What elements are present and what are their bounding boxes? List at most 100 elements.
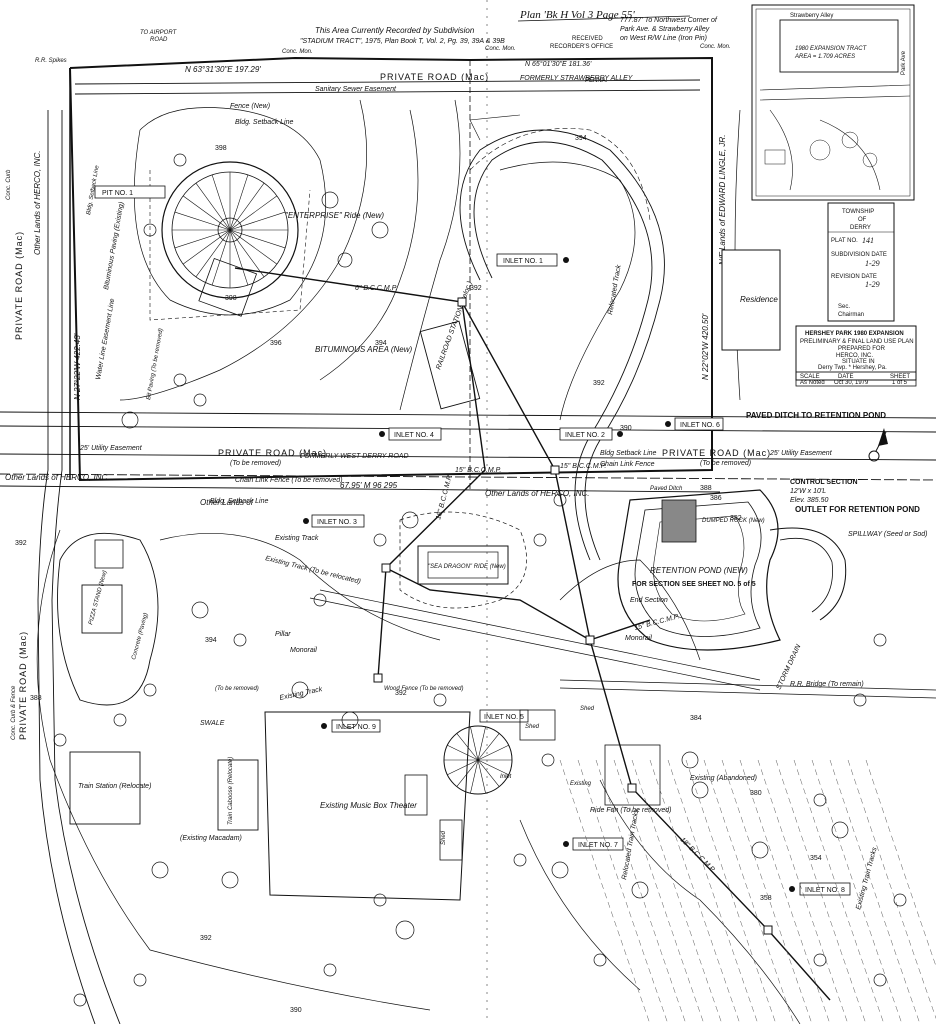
- slope-hatch-line: [613, 759, 705, 1024]
- enterprise-label: "ENTERPRISE" Ride (New): [285, 211, 384, 220]
- contour-398-a: 398: [215, 145, 227, 152]
- ride-spoke: [470, 726, 479, 761]
- title-line-1: HERSHEY PARK 1980 EXPANSION: [805, 331, 904, 337]
- lower-wheel-ride: [443, 725, 513, 795]
- property-boundary: [69, 56, 713, 490]
- tree-icon: [313, 593, 327, 607]
- slope-hatch-line: [631, 759, 723, 1024]
- roads: [0, 79, 936, 1024]
- ride-spoke: [477, 733, 500, 761]
- ride-spoke: [229, 182, 265, 231]
- slope-hatch-line: [667, 759, 759, 1024]
- contour-392-e: 392: [15, 540, 27, 547]
- tree-icon: [151, 861, 169, 879]
- sanitary-easement: Sanitary Sewer Easement: [315, 86, 397, 93]
- inset-area: AREA = 1.709 ACRES: [794, 54, 855, 60]
- record-note-line-1: This Area Currently Recorded by Subdivis…: [315, 26, 475, 35]
- conc-mon-left: Conc. Mon.: [282, 49, 313, 55]
- tree-icon: [395, 920, 415, 940]
- to-airport-1: TO AIRPORT: [140, 30, 178, 36]
- trees: [53, 153, 907, 1007]
- tree-icon: [53, 733, 67, 747]
- contour-388: 388: [700, 485, 712, 492]
- contour-394-b: 394: [575, 135, 587, 142]
- approval-revision-val: 1-29: [865, 280, 880, 289]
- rr-spikes: R.R. Spikes: [35, 58, 67, 64]
- ride-spoke: [456, 759, 479, 787]
- inlet-2-callout: INLET NO. 2: [559, 427, 623, 441]
- formerly-strawberry: FORMERLY STRAWBERRY ALLEY: [520, 75, 634, 82]
- existing-track: Existing Track: [275, 535, 319, 542]
- tree-icon: [113, 713, 127, 727]
- ride-spoke: [477, 759, 486, 794]
- approval-plat-val: 141: [862, 236, 874, 245]
- slope-hatch-line: [865, 759, 936, 967]
- inlet-7-callout: INLET NO. 7: [563, 837, 624, 851]
- train-caboose: Train Caboose (Relocate): [228, 757, 234, 825]
- ride-spoke: [195, 182, 231, 231]
- sheet-label: SHEET: [890, 374, 910, 380]
- residence-label: Residence: [740, 295, 778, 304]
- title-line-2: PRELIMINARY & FINAL LAND USE PLAN: [800, 339, 914, 345]
- inlet-6-callout: INLET NO. 6: [665, 417, 724, 431]
- land-labels: Other Lands of HERCO, INC. Other Lands o…: [5, 135, 727, 507]
- bearing-west: N 27°22'W 422.43': [73, 333, 82, 400]
- swale: SWALE: [200, 720, 225, 727]
- approval-title-1: TOWNSHIP: [842, 209, 874, 215]
- date-val: Oct 30, 1979: [834, 380, 869, 386]
- contour-380: 380: [750, 790, 762, 797]
- other-lands-mid: Other Lands of HERCO, INC.: [485, 489, 589, 498]
- contour-392-b: 392: [593, 380, 605, 387]
- macadam: (Existing Macadam): [180, 835, 242, 842]
- ride-spoke: [456, 733, 479, 761]
- slope-hatch-line: [721, 759, 813, 1024]
- chain-link-left: Chain Link Fence (To be removed): [235, 477, 343, 484]
- ride-spoke: [229, 229, 286, 249]
- approval-title-3: DERRY: [850, 225, 871, 231]
- bearing-north: N 63°31'30"E 197.29': [185, 65, 261, 74]
- ride-spoke: [174, 229, 231, 249]
- slope-hatch-line: [829, 759, 921, 1024]
- contour-384: 384: [690, 715, 702, 722]
- bearing-mid: 67.95' M 96 295: [340, 481, 398, 490]
- slope-hatch-line: [739, 759, 831, 1024]
- conc-mon-mid: Conc. Mon.: [485, 46, 516, 52]
- approval-sig: Sec.: [838, 304, 850, 310]
- tree-icon: [751, 841, 769, 859]
- private-road-left-lower: PRIVATE ROAD (Mac): [18, 631, 28, 740]
- ride-spoke: [229, 229, 265, 278]
- title-line-6: Derry Twp. * Hershey, Pa.: [818, 365, 887, 371]
- pipe-6: 6" B.C.C.M.P.: [355, 285, 397, 292]
- dumped-rock: DUMPED ROCK (New): [702, 518, 765, 524]
- slope-hatch-line: [703, 759, 795, 1024]
- pipe-15-b: 15" B.C.C.M.P.: [560, 463, 606, 470]
- other-lands-left: Other Lands of HERCO, INC.: [33, 151, 42, 255]
- sea-dragon-area: [399, 511, 527, 609]
- approval-subdiv: SUBDIVISION DATE: [831, 252, 887, 258]
- shed-3: Shed: [580, 706, 595, 712]
- tree-icon: [321, 191, 339, 209]
- contour-390-b: 390: [290, 1007, 302, 1014]
- conc-curb-fence: Conc. Curb & Fence: [11, 685, 17, 740]
- corner-note-1: 777.87' To Northwest Corner of: [620, 17, 718, 24]
- pit-1-label: PIT NO. 1: [102, 190, 133, 197]
- ride-spoke: [447, 759, 479, 776]
- scale-val: As Noted: [800, 380, 825, 386]
- slope-hatch-line: [775, 759, 867, 1024]
- tree-icon: [873, 973, 887, 987]
- corner-note-2: Park Ave. & Strawberry Alley: [620, 26, 710, 33]
- title-line-3: PREPARED FOR: [838, 346, 886, 352]
- ride-spoke: [477, 759, 500, 787]
- inlet-6-label: INLET NO. 6: [680, 422, 720, 429]
- bearing-east: N 22°02'W 420.50': [701, 313, 710, 380]
- tree-icon: [337, 252, 353, 268]
- contour-392-c: 392: [395, 690, 407, 697]
- conc-curb: Conc. Curb: [6, 169, 12, 200]
- slope-hatch-line: [811, 759, 903, 1024]
- music-box: Existing Music Box Theater: [320, 801, 417, 810]
- nf-lands: N/F Lands of EDWARD LINGLE, JR.: [718, 135, 727, 265]
- inlet-3-label: INLET NO. 3: [317, 519, 357, 526]
- corner-note-3: on West R/W Line (Iron Pin): [620, 35, 707, 42]
- contour-386: 386: [710, 495, 722, 502]
- scale-label: SCALE: [800, 374, 820, 380]
